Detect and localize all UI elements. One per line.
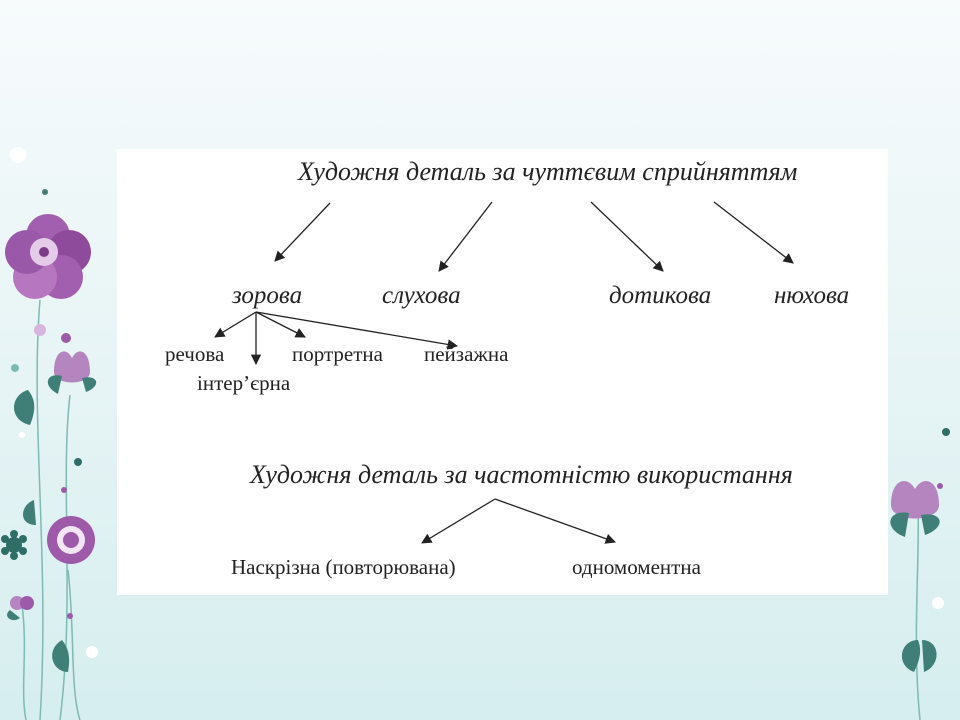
diagram-panel: Художня деталь за чуттєвим сприйняттям з… <box>117 149 888 595</box>
category-niukhova: нюхова <box>774 282 850 309</box>
arrow-to-portretna <box>255 311 306 338</box>
flower-icon <box>7 596 34 621</box>
category-dotykova: дотикова <box>609 282 712 309</box>
arrow-to-naskrizna <box>421 498 496 544</box>
star-flower-icon <box>1 530 27 560</box>
arrow-to-odnomomentna <box>494 498 616 544</box>
diagram2-title: Художня деталь за частотністю використан… <box>250 460 793 489</box>
diagram-arrows <box>214 201 794 544</box>
arrow-to-peizazhna <box>255 311 459 350</box>
category-odnomomentna: одномоментна <box>572 555 701 579</box>
flower-icon <box>5 214 91 299</box>
subtype-interierna: інтер’єрна <box>197 371 291 395</box>
subtype-rechova: речова <box>165 342 225 366</box>
tulip-icon <box>890 481 940 537</box>
subtype-portretna: портретна <box>292 342 383 366</box>
category-sluhova: слухова <box>382 282 461 309</box>
diagram1-title: Художня деталь за чуттєвим сприйняттям <box>298 157 798 186</box>
arrow-to-sluhova <box>438 201 493 272</box>
category-naskrizna: Наскрізна (повторювана) <box>231 555 456 579</box>
category-zorova: зорова <box>232 282 303 309</box>
arrow-to-dotykova <box>590 201 664 272</box>
arrow-to-zorova <box>274 202 331 262</box>
arrow-to-niukhova <box>713 201 794 264</box>
arrow-to-rechova <box>214 311 257 338</box>
tulip-icon <box>47 351 97 394</box>
flower-icon <box>47 516 95 564</box>
subtype-peizazhna: пейзажна <box>424 342 509 366</box>
